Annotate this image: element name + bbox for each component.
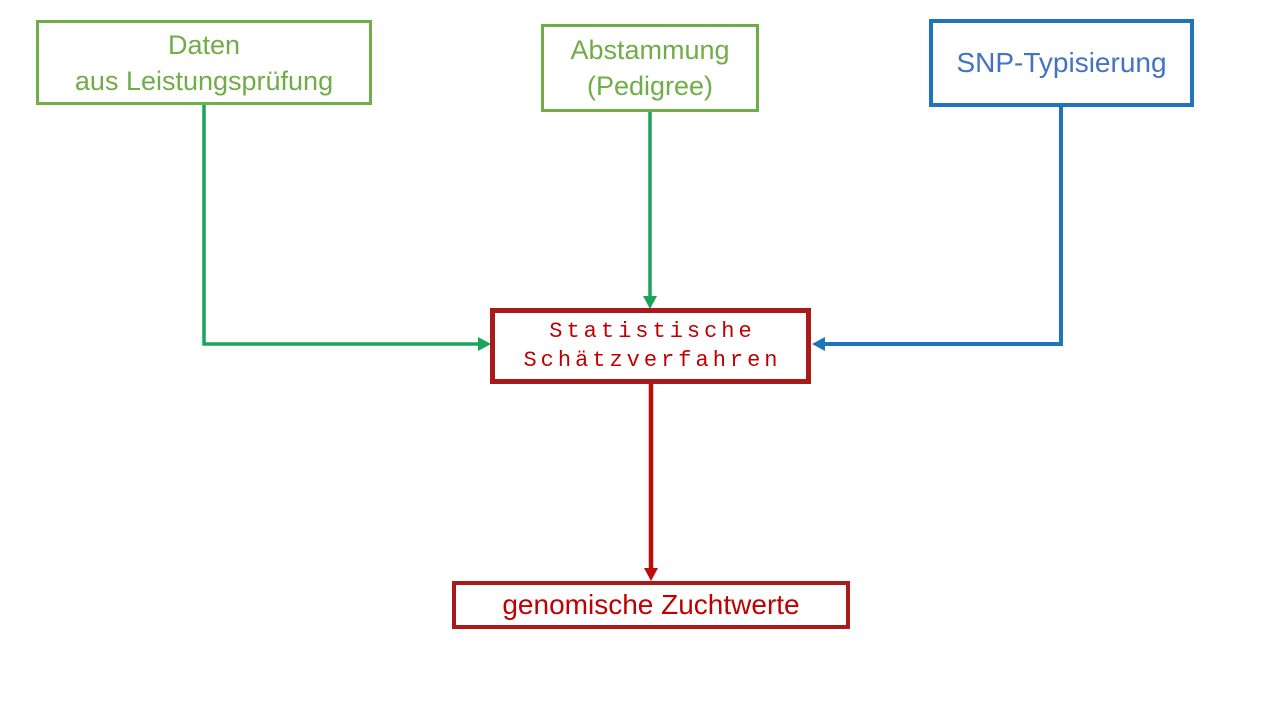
edge-leistungspruefung-to-statistik xyxy=(202,104,491,351)
node-label: genomische Zuchtwerte xyxy=(502,589,800,620)
node-daten-aus-leistungspruefung: Daten aus Leistungsprüfung xyxy=(36,20,372,105)
node-statistische-schaetzverfahren: Statistische Schätzverfahren xyxy=(490,308,811,384)
node-snp-typisierung: SNP-Typisierung xyxy=(929,19,1194,107)
edge-abstammung-to-statistik xyxy=(643,112,657,309)
node-label-line: (Pedigree) xyxy=(586,71,714,101)
arrowhead-left-icon xyxy=(812,337,825,351)
arrowhead-down-icon xyxy=(644,568,658,581)
node-abstammung-pedigree: Abstammung (Pedigree) xyxy=(541,24,759,112)
node-label-line: Statistische xyxy=(549,319,756,344)
node-label-line: Daten xyxy=(167,29,241,60)
node-label-line: Schätzverfahren xyxy=(523,348,782,373)
edge-snp-to-statistik xyxy=(812,107,1063,351)
edge-statistik-to-zuchtwerte xyxy=(644,383,658,581)
node-label-line: aus Leistungsprüfung xyxy=(74,65,334,96)
edge-line xyxy=(824,107,1063,346)
node-label: SNP-Typisierung xyxy=(956,47,1167,78)
node-label-line: Abstammung xyxy=(570,35,730,65)
node-genomische-zuchtwerte: genomische Zuchtwerte xyxy=(452,581,850,629)
edge-line xyxy=(202,104,479,346)
